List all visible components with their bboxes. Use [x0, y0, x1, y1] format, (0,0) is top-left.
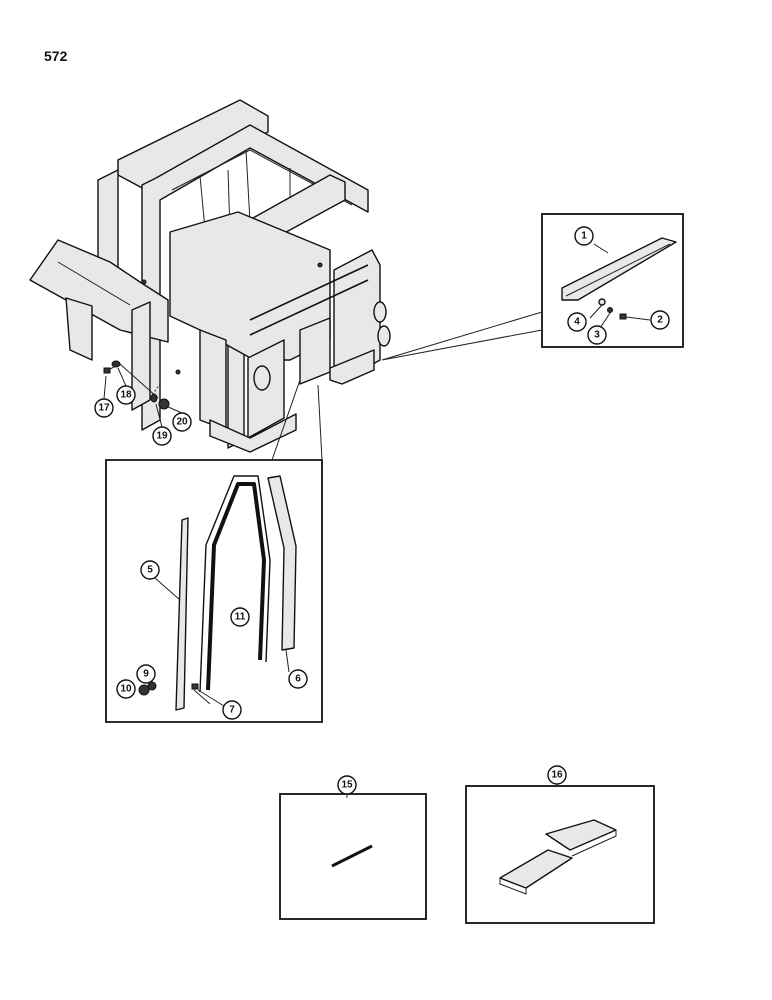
svg-text:11: 11	[235, 612, 246, 623]
callout-4: 4	[567, 312, 587, 332]
inset-bracket-leader	[381, 311, 543, 361]
svg-text:2: 2	[657, 315, 663, 326]
callout-2: 2	[650, 310, 670, 330]
page-number: 572	[44, 48, 68, 64]
svg-text:1: 1	[581, 231, 587, 242]
callout-7: 7	[222, 700, 242, 720]
inset-pin	[279, 793, 427, 920]
callout-16: 16	[547, 765, 567, 785]
svg-text:5: 5	[147, 565, 153, 576]
svg-text:7: 7	[229, 705, 235, 716]
callout-10: 10	[116, 679, 136, 699]
callout-20: 20	[172, 412, 192, 432]
callout-leaders-door	[154, 577, 290, 707]
inset-door-seals-leader	[271, 379, 323, 461]
callout-9: 9	[136, 664, 156, 684]
cab-frame-illustration	[29, 99, 391, 453]
callout-3: 3	[587, 325, 607, 345]
svg-text:6: 6	[295, 674, 301, 685]
callout-1: 1	[574, 226, 594, 246]
callout-leaders-lower	[103, 367, 183, 428]
svg-text:18: 18	[120, 390, 132, 401]
callout-11: 11	[230, 607, 250, 627]
callout-leaders-insets	[346, 784, 558, 798]
svg-text:17: 17	[98, 403, 110, 414]
callout-6: 6	[288, 669, 308, 689]
callout-5: 5	[140, 560, 160, 580]
callout-18: 18	[116, 385, 136, 405]
inset-door-seals	[105, 459, 323, 723]
svg-text:4: 4	[574, 317, 580, 328]
svg-text:3: 3	[594, 330, 600, 341]
svg-text:19: 19	[156, 431, 168, 442]
svg-text:9: 9	[143, 669, 149, 680]
callout-15: 15	[337, 775, 357, 795]
svg-text:15: 15	[341, 780, 353, 791]
callout-19: 19	[152, 426, 172, 446]
callout-17: 17	[94, 398, 114, 418]
svg-text:16: 16	[551, 770, 563, 781]
svg-text:20: 20	[176, 417, 188, 428]
svg-text:10: 10	[120, 684, 132, 695]
inset-pads	[465, 785, 655, 924]
